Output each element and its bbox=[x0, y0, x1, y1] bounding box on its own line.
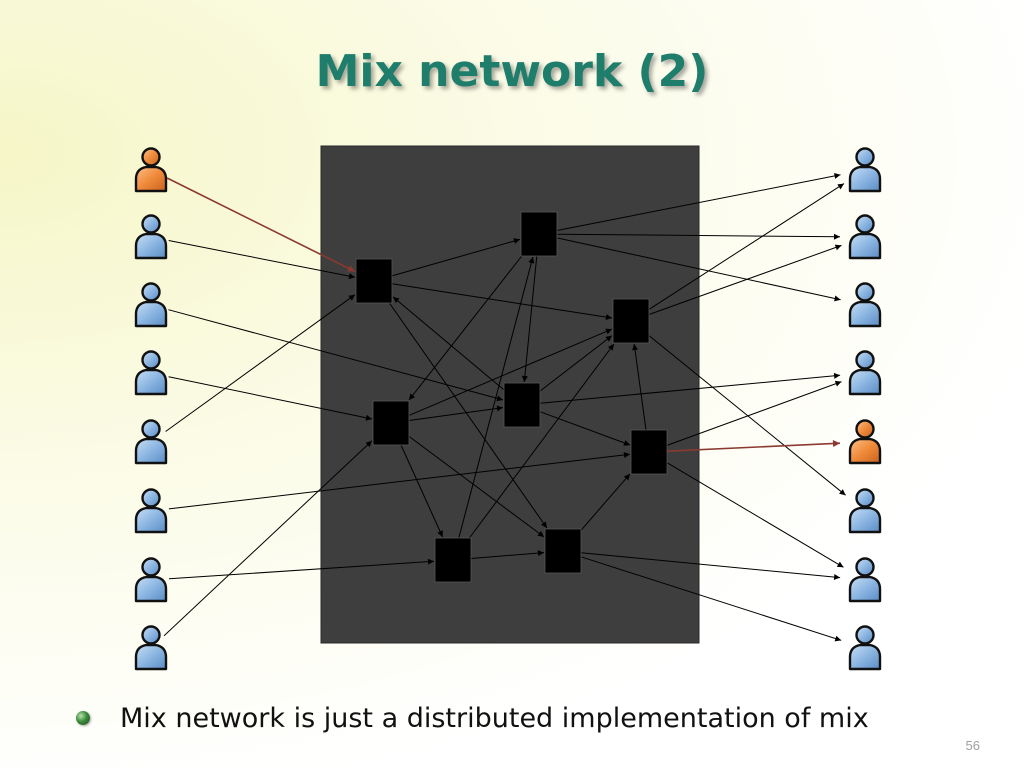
mix-node-m6 bbox=[630, 429, 668, 475]
edge-m6-r7 bbox=[666, 462, 844, 568]
sender-s7-person-icon bbox=[134, 557, 168, 603]
edge-s1-m1 bbox=[166, 177, 356, 273]
sender-s5-person-icon bbox=[134, 419, 168, 465]
receiver-r4-person-icon bbox=[848, 350, 882, 396]
edge-m5-m2 bbox=[458, 256, 535, 539]
sender-s3-person-icon bbox=[134, 282, 168, 328]
nodes-layer bbox=[134, 147, 882, 671]
edge-m7-r1 bbox=[648, 183, 845, 310]
sender-s2-person-icon bbox=[134, 214, 168, 260]
edge-m8-r7 bbox=[580, 552, 841, 581]
edge-m6-r5 bbox=[666, 440, 841, 452]
sender-s8-person-icon bbox=[134, 625, 168, 671]
page-number: 56 bbox=[965, 738, 980, 753]
edge-s2-m1 bbox=[168, 240, 356, 280]
mix-node-m4 bbox=[503, 382, 541, 428]
edge-m5-m8 bbox=[470, 550, 545, 559]
edge-s4-m3 bbox=[168, 376, 373, 421]
bullet-item: Mix network is just a distributed implem… bbox=[76, 698, 869, 738]
receiver-r3-person-icon bbox=[848, 282, 882, 328]
sender-s6-person-icon bbox=[134, 488, 168, 534]
edge-m5-m7 bbox=[468, 343, 615, 539]
receiver-r1-person-icon bbox=[848, 147, 882, 193]
bullet-sphere-icon bbox=[76, 711, 90, 725]
receiver-r5-person-icon bbox=[848, 419, 882, 465]
receiver-r8-person-icon bbox=[848, 625, 882, 671]
mix-node-m3 bbox=[372, 400, 410, 446]
edge-m4-r4 bbox=[539, 372, 841, 404]
mix-node-m1 bbox=[355, 258, 393, 304]
edge-m6-m7 bbox=[632, 343, 647, 431]
sender-s4-person-icon bbox=[134, 350, 168, 396]
edge-m8-m6 bbox=[580, 473, 631, 531]
edge-m2-r1 bbox=[556, 173, 841, 231]
edge-m7-r2 bbox=[648, 244, 842, 315]
bullet-text: Mix network is just a distributed implem… bbox=[120, 702, 869, 734]
mix-node-m2 bbox=[520, 211, 558, 257]
edge-m6-r4 bbox=[666, 380, 842, 446]
edge-m2-m3 bbox=[408, 255, 523, 401]
edge-m2-r2 bbox=[556, 233, 841, 240]
slide-title: Mix network (2) bbox=[315, 46, 709, 97]
edge-m3-m7 bbox=[408, 328, 613, 416]
edge-m3-m5 bbox=[400, 444, 444, 538]
mix-node-m5 bbox=[434, 537, 472, 583]
edge-m4-m6 bbox=[539, 411, 631, 446]
mix-node-m8 bbox=[544, 528, 582, 574]
edge-s8-m3 bbox=[163, 440, 373, 637]
edge-m2-r3 bbox=[556, 237, 841, 302]
edge-s5-m1 bbox=[165, 294, 356, 432]
receiver-r7-person-icon bbox=[848, 557, 882, 603]
edges-layer bbox=[163, 173, 846, 642]
receiver-r6-person-icon bbox=[848, 488, 882, 534]
edge-m2-m4 bbox=[521, 255, 538, 383]
edge-m1-m2 bbox=[391, 238, 521, 277]
edge-m4-m1 bbox=[392, 296, 505, 391]
edge-m1-m8 bbox=[388, 302, 548, 529]
edge-m3-m8 bbox=[408, 435, 545, 538]
sender-s1-person-icon bbox=[134, 147, 168, 193]
edge-m3-m4 bbox=[408, 405, 504, 421]
edge-s6-m6 bbox=[168, 452, 631, 510]
edge-m8-r8 bbox=[580, 556, 842, 642]
edge-s7-m5 bbox=[168, 558, 435, 580]
mix-node-m7 bbox=[612, 298, 650, 344]
edge-m7-r6 bbox=[648, 335, 846, 496]
edge-m1-m7 bbox=[391, 283, 613, 321]
edge-m4-m7 bbox=[539, 335, 613, 392]
receiver-r2-person-icon bbox=[848, 214, 882, 260]
